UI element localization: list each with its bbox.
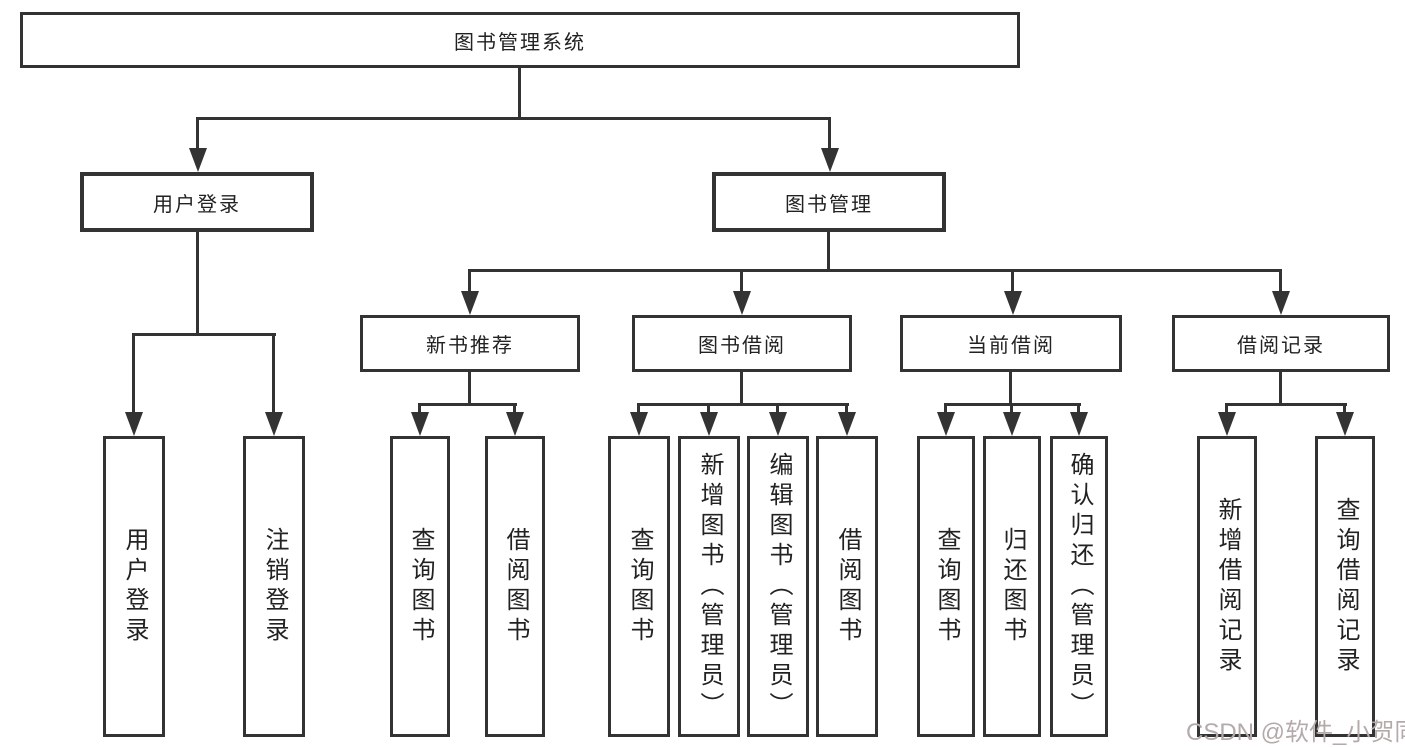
leaf-query-books-1: 查询图书 xyxy=(390,436,450,737)
arrow-down-icon xyxy=(265,412,283,436)
leaf-user-login: 用户登录 xyxy=(103,436,165,737)
connector-stem xyxy=(1077,403,1080,415)
node-label: 借阅记录 xyxy=(1237,335,1325,357)
connector-hline xyxy=(468,269,1282,272)
arrow-down-icon xyxy=(630,412,648,436)
arrow-down-icon xyxy=(461,291,479,315)
connector-hline xyxy=(637,403,849,406)
arrow-down-icon xyxy=(821,148,839,172)
connector-vline xyxy=(740,372,743,405)
leaf-borrow-books-2: 借阅图书 xyxy=(816,436,878,737)
leaf-label: 借阅图书 xyxy=(834,526,861,647)
leaf-borrow-books-1: 借阅图书 xyxy=(485,436,545,737)
connector-stem xyxy=(418,403,421,415)
leaf-query-books-2: 查询图书 xyxy=(608,436,670,737)
leaf-label: 新增借阅记录 xyxy=(1214,496,1241,677)
arrow-down-icon xyxy=(411,412,429,436)
node-borrowing-records: 借阅记录 xyxy=(1172,315,1390,372)
connector-stem xyxy=(1010,403,1013,415)
connector-stem xyxy=(196,117,199,152)
connector-stem xyxy=(1011,269,1014,293)
leaf-confirm-return-admin: 确认归还（管理员） xyxy=(1050,436,1108,737)
node-label: 新书推荐 xyxy=(426,335,514,357)
connector-stem xyxy=(1279,269,1282,293)
arrow-down-icon xyxy=(1003,412,1021,436)
node-label: 当前借阅 xyxy=(967,335,1055,357)
connector-stem xyxy=(513,403,516,415)
arrow-down-icon xyxy=(700,412,718,436)
connector-vline xyxy=(1279,372,1282,405)
leaf-label: 借阅图书 xyxy=(502,526,529,647)
connector-stem xyxy=(1343,403,1346,415)
leaf-query-borrow-record: 查询借阅记录 xyxy=(1315,436,1375,737)
connector-stem xyxy=(740,269,743,293)
node-label: 图书管理 xyxy=(785,193,873,216)
connector-stem xyxy=(1225,403,1228,415)
node-label: 图书管理系统 xyxy=(454,31,586,54)
connector-stem xyxy=(944,403,947,415)
node-book-borrowing: 图书借阅 xyxy=(632,315,852,372)
leaf-label: 归还图书 xyxy=(999,526,1026,647)
arrow-down-icon xyxy=(1336,412,1354,436)
connector-vline xyxy=(827,232,830,272)
connector-hline xyxy=(418,403,517,406)
node-label: 图书借阅 xyxy=(698,335,786,357)
leaf-label: 注销登录 xyxy=(261,526,288,647)
leaf-label: 确认归还（管理员） xyxy=(1066,451,1093,722)
arrow-down-icon xyxy=(1272,291,1290,315)
arrow-down-icon xyxy=(937,412,955,436)
leaf-label: 查询图书 xyxy=(407,526,434,647)
node-library-management-system: 图书管理系统 xyxy=(20,12,1020,68)
node-current-borrowing: 当前借阅 xyxy=(900,315,1122,372)
leaf-label: 查询图书 xyxy=(626,526,653,647)
connector-vline xyxy=(468,372,471,405)
leaf-label: 新增图书（管理员） xyxy=(696,451,723,722)
connector-stem xyxy=(776,403,779,415)
connector-vline xyxy=(196,232,199,335)
connector-stem xyxy=(637,403,640,415)
connector-stem xyxy=(845,403,848,415)
connector-stem xyxy=(132,333,135,414)
arrow-down-icon xyxy=(838,412,856,436)
leaf-label: 编辑图书（管理员） xyxy=(765,451,792,722)
node-book-management: 图书管理 xyxy=(712,172,946,232)
connector-vline xyxy=(1009,372,1012,405)
arrow-down-icon xyxy=(1218,412,1236,436)
arrow-down-icon xyxy=(506,412,524,436)
arrow-down-icon xyxy=(1070,412,1088,436)
leaf-logout: 注销登录 xyxy=(243,436,305,737)
arrow-down-icon xyxy=(125,412,143,436)
arrow-down-icon xyxy=(189,148,207,172)
node-user-login: 用户登录 xyxy=(80,172,314,232)
connector-root-vline xyxy=(518,68,521,118)
leaf-return-books: 归还图书 xyxy=(983,436,1041,737)
leaf-add-books-admin: 新增图书（管理员） xyxy=(678,436,740,737)
connector-hline xyxy=(132,333,276,336)
leaf-label: 用户登录 xyxy=(121,526,148,647)
leaf-query-books-3: 查询图书 xyxy=(917,436,975,737)
leaf-edit-books-admin: 编辑图书（管理员） xyxy=(747,436,809,737)
connector-hline xyxy=(1225,403,1347,406)
connector-stem xyxy=(468,269,471,293)
arrow-down-icon xyxy=(1004,291,1022,315)
leaf-label: 查询借阅记录 xyxy=(1332,496,1359,677)
leaf-add-borrow-record: 新增借阅记录 xyxy=(1197,436,1257,737)
connector-stem xyxy=(272,333,275,414)
arrow-down-icon xyxy=(733,291,751,315)
connector-root-hline xyxy=(196,117,831,120)
node-label: 用户登录 xyxy=(153,193,241,216)
node-new-book-recommendation: 新书推荐 xyxy=(360,315,580,372)
leaf-label: 查询图书 xyxy=(933,526,960,647)
connector-stem xyxy=(828,117,831,152)
csdn-watermark: CSDN @软件_小贺同学 xyxy=(1186,719,1405,746)
connector-stem xyxy=(707,403,710,415)
arrow-down-icon xyxy=(769,412,787,436)
